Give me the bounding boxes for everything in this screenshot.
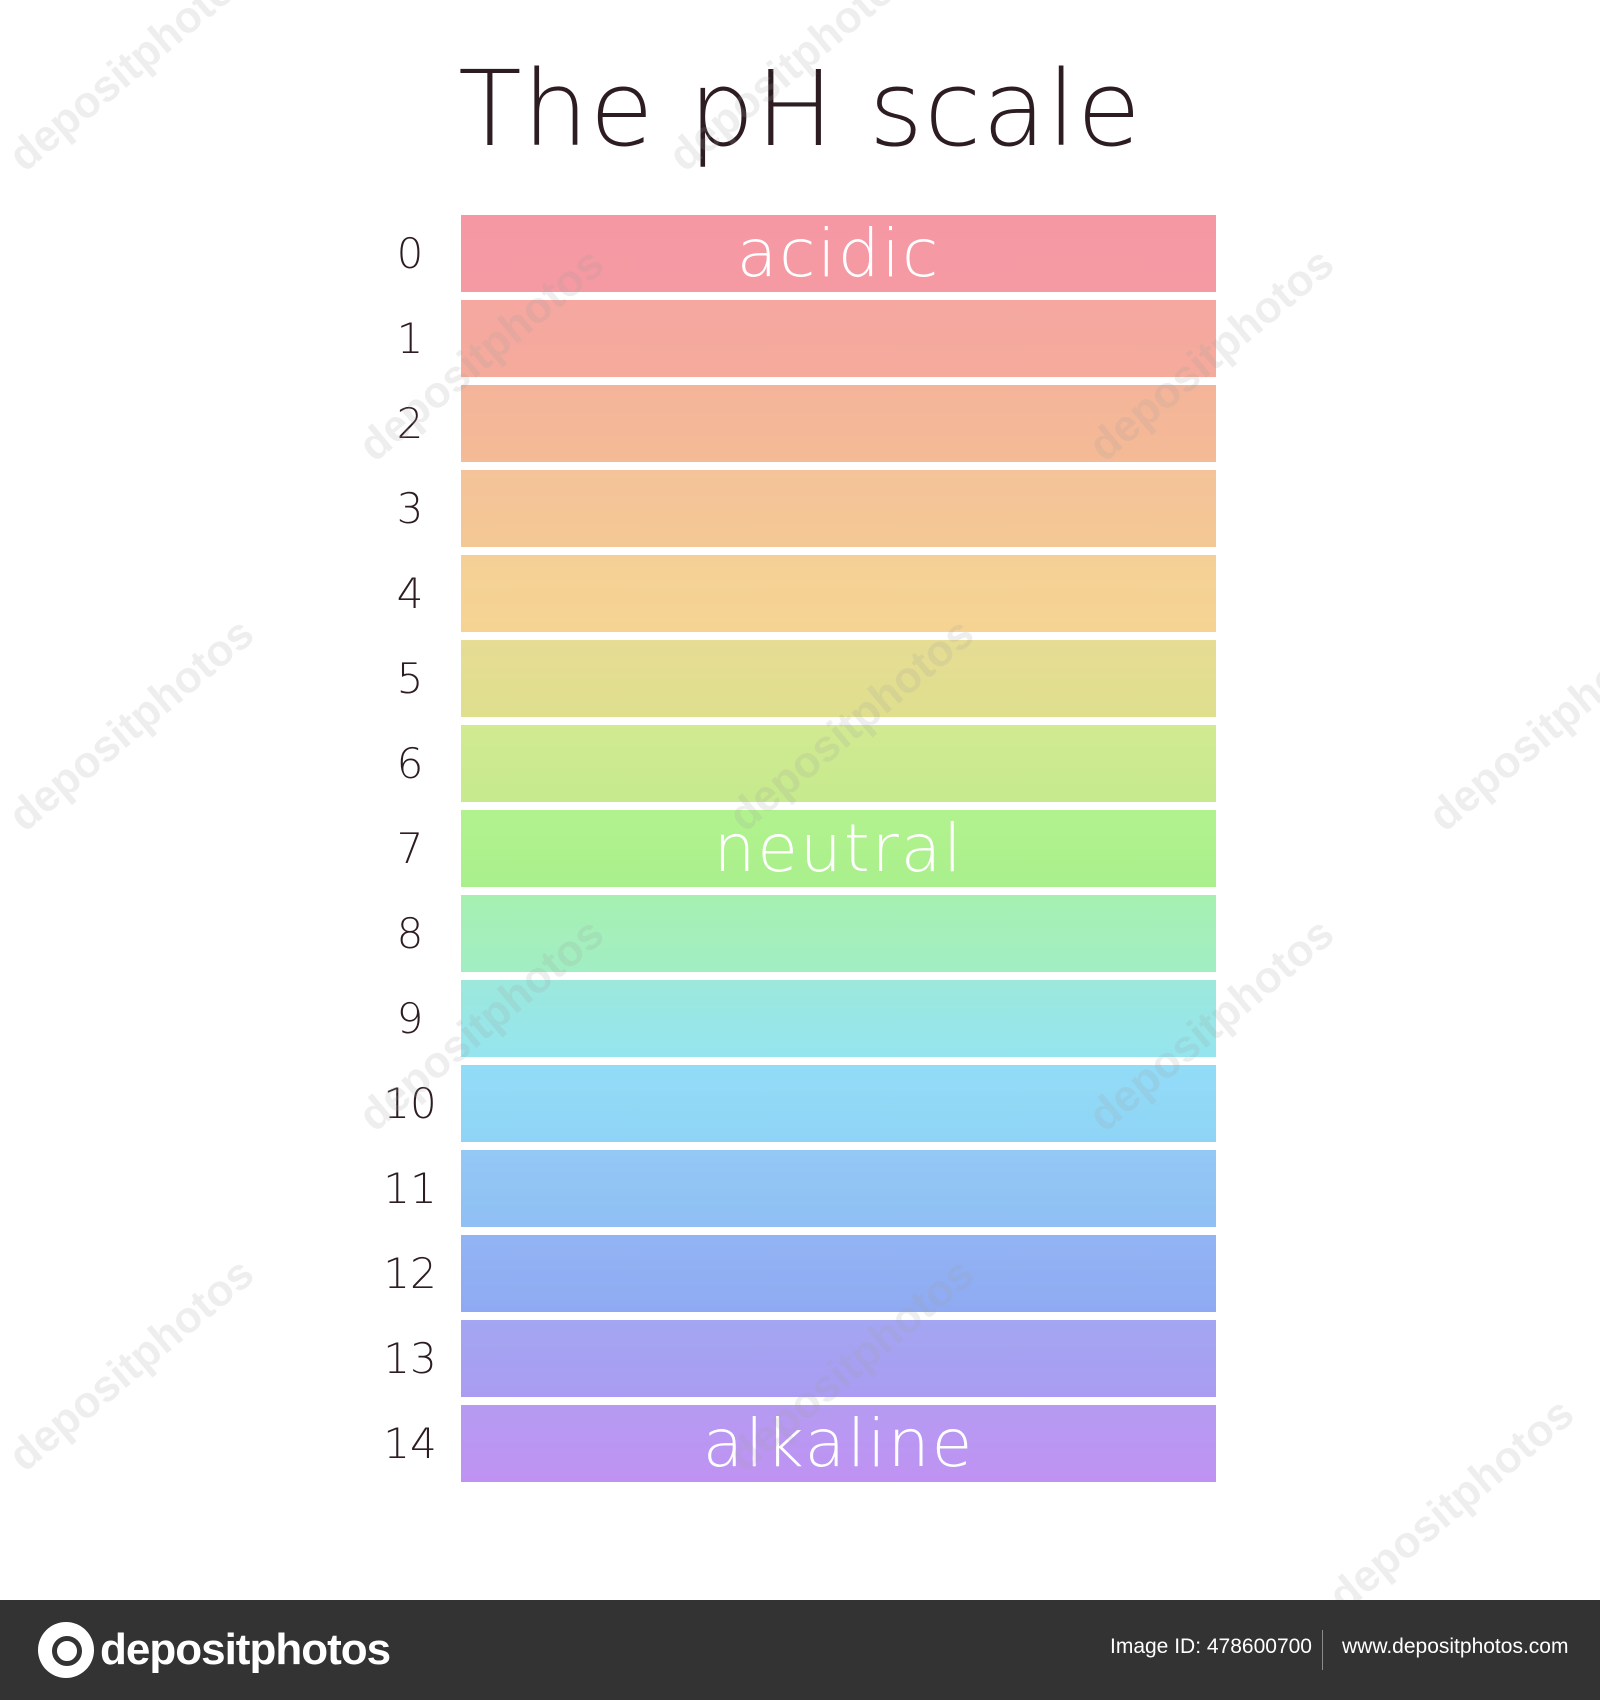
footer-bar: depositphotos Image ID: 478600700 www.de… bbox=[0, 1600, 1600, 1700]
footer-divider bbox=[1322, 1630, 1323, 1670]
ph-value-label: 6 bbox=[396, 739, 424, 788]
ph-band-14: alkaline bbox=[461, 1405, 1216, 1482]
band-label-neutral: neutral bbox=[713, 810, 964, 887]
ph-value-label: 14 bbox=[383, 1419, 437, 1468]
watermark-text: depositphotos bbox=[0, 1248, 264, 1481]
ph-band-10 bbox=[461, 1065, 1216, 1142]
site-url-link[interactable]: www.depositphotos.com bbox=[1342, 1635, 1569, 1658]
ph-band-4 bbox=[461, 555, 1216, 632]
ph-value-label: 0 bbox=[396, 229, 424, 278]
ph-value-label: 10 bbox=[383, 1079, 437, 1128]
ph-band-7: neutral bbox=[461, 810, 1216, 887]
ph-value-label: 7 bbox=[396, 824, 424, 873]
ph-band-11 bbox=[461, 1150, 1216, 1227]
camera-logo-icon bbox=[38, 1622, 94, 1678]
ph-band-12 bbox=[461, 1235, 1216, 1312]
ph-band-8 bbox=[461, 895, 1216, 972]
ph-value-label: 12 bbox=[383, 1249, 437, 1298]
ph-value-label: 13 bbox=[383, 1334, 437, 1383]
logo-text: depositphotos bbox=[100, 1625, 391, 1674]
ph-band-6 bbox=[461, 725, 1216, 802]
ph-band-13 bbox=[461, 1320, 1216, 1397]
ph-value-label: 2 bbox=[396, 399, 424, 448]
ph-band-0: acidic bbox=[461, 215, 1216, 292]
page-title: The pH scale bbox=[458, 48, 1142, 170]
ph-band-5 bbox=[461, 640, 1216, 717]
ph-band-9 bbox=[461, 980, 1216, 1057]
ph-value-label: 5 bbox=[396, 654, 424, 703]
image-id-text: Image ID: 478600700 bbox=[1110, 1635, 1312, 1658]
ph-band-2 bbox=[461, 385, 1216, 462]
ph-value-label: 11 bbox=[383, 1164, 437, 1213]
depositphotos-logo[interactable]: depositphotos bbox=[38, 1620, 391, 1680]
ph-value-label: 8 bbox=[396, 909, 424, 958]
ph-value-label: 9 bbox=[396, 994, 424, 1043]
ph-band-1 bbox=[461, 300, 1216, 377]
ph-value-label: 4 bbox=[396, 569, 424, 618]
ph-value-label: 1 bbox=[396, 314, 424, 363]
ph-band-3 bbox=[461, 470, 1216, 547]
watermark-text: depositphotos bbox=[1319, 1388, 1584, 1621]
watermark-text: depositphotos bbox=[0, 608, 264, 841]
band-label-acidic: acidic bbox=[736, 215, 941, 292]
band-label-alkaline: alkaline bbox=[702, 1405, 975, 1482]
ph-value-label: 3 bbox=[396, 484, 424, 533]
watermark-text: depositphotos bbox=[1419, 608, 1600, 841]
